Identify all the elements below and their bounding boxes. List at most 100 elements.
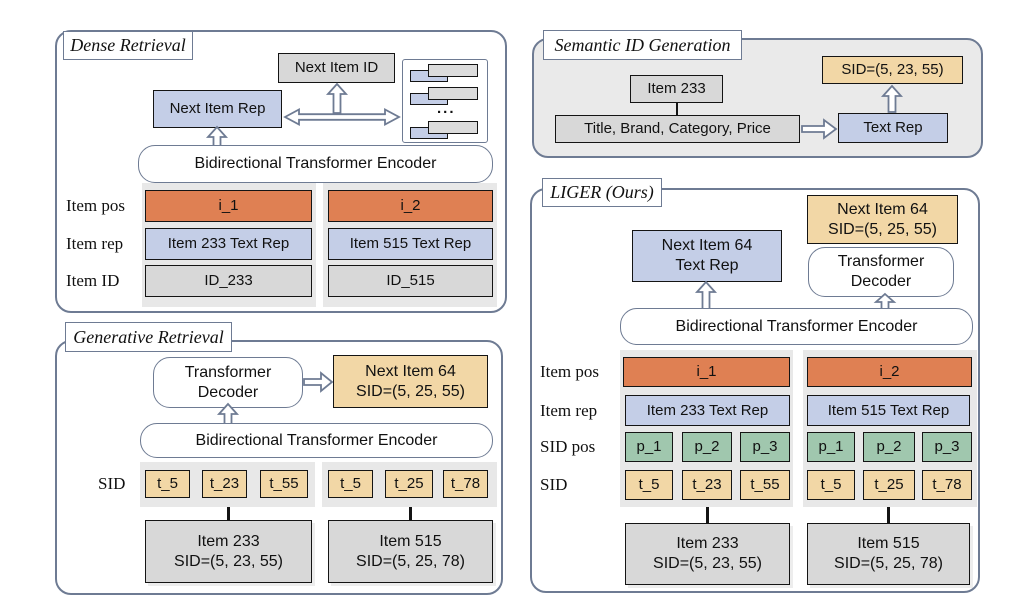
semantic-attributes-box: Title, Brand, Category, Price — [555, 115, 800, 143]
generative-retrieval-title: Generative Retrieval — [65, 322, 232, 352]
liger-sid-label: SID — [540, 475, 568, 494]
liger-item-text: Item 515 SID=(5, 25, 78) — [834, 534, 943, 574]
sid-token-cell: t_55 — [740, 470, 790, 500]
sid-token-value: t_78 — [450, 475, 481, 492]
sid-token-cell: t_5 — [145, 470, 190, 498]
dense-item-id-label: Item ID — [66, 271, 120, 290]
sid-pos-value: p_1 — [818, 438, 844, 455]
dense-encoder-box: Bidirectional Transformer Encoder — [138, 145, 493, 183]
sid-pos-value: p_2 — [694, 438, 720, 455]
sid-token-value: t_25 — [394, 475, 424, 492]
sid-token-value: t_55 — [750, 476, 780, 493]
next-item-rep-line-1: Next Item 64 — [661, 237, 753, 254]
right-arrow-icon — [801, 118, 838, 140]
item-index-icon: ... — [402, 59, 488, 143]
item-id-value: ID_515 — [386, 272, 435, 289]
liger-decoder-box: Transformer Decoder — [808, 247, 954, 297]
sid-pos-cell: p_3 — [922, 432, 972, 462]
generative-decoder-text: Transformer Decoder — [185, 363, 272, 403]
item-sid-connector — [227, 507, 230, 520]
liger-title-label: LIGER (Ours) — [550, 182, 654, 202]
right-arrow-icon — [303, 371, 334, 393]
semantic-text-rep-box: Text Rep — [838, 113, 948, 143]
sid-token-value: t_25 — [874, 476, 904, 493]
item-pos-value: i_1 — [218, 197, 239, 214]
liger-decoder-text: Transformer Decoder — [838, 252, 925, 292]
item-id-bar-icon — [428, 87, 478, 100]
semantic-attributes-label: Title, Brand, Category, Price — [584, 120, 771, 137]
dense-retrieval-title: Dense Retrieval — [63, 31, 193, 60]
decoder-line-2: Decoder — [850, 273, 912, 290]
next-item-line-1: Next Item 64 — [837, 200, 928, 218]
sid-token-cell: t_25 — [863, 470, 915, 500]
sid-token-cell: t_5 — [328, 470, 373, 498]
liger-title: LIGER (Ours) — [542, 178, 662, 207]
item-pos-cell: i_1 — [623, 357, 790, 387]
liger-item-pos-label: Item pos — [540, 362, 600, 381]
item-rep-value: Item 515 Text Rep — [349, 235, 472, 252]
liger-item-box: Item 233 SID=(5, 23, 55) — [625, 523, 790, 585]
item-line-2: SID=(5, 23, 55) — [174, 552, 283, 570]
sid-token-value: t_23 — [692, 476, 722, 493]
sid-token-cell: t_25 — [385, 470, 433, 498]
item-line-1: Item 515 — [379, 532, 442, 550]
semantic-id-title: Semantic ID Generation — [543, 30, 742, 60]
item-pos-value: i_2 — [400, 197, 421, 214]
semantic-sid-label: SID=(5, 23, 55) — [841, 61, 944, 78]
up-arrow-icon — [694, 280, 718, 310]
item-attributes-connector — [676, 103, 678, 115]
item-id-cell: ID_233 — [145, 265, 312, 297]
sid-token-cell: t_55 — [260, 470, 308, 498]
item-id-cell: ID_515 — [328, 265, 493, 297]
semantic-item-label: Item 233 — [647, 80, 706, 97]
liger-item-box: Item 515 SID=(5, 25, 78) — [807, 523, 970, 585]
up-arrow-icon — [880, 84, 904, 113]
sid-token-value: t_5 — [157, 475, 178, 492]
item-line-2: SID=(5, 25, 78) — [356, 552, 465, 570]
generative-item-box: Item 233 SID=(5, 23, 55) — [145, 520, 312, 583]
item-pos-cell: i_1 — [145, 190, 312, 222]
liger-encoder-box: Bidirectional Transformer Encoder — [620, 308, 973, 345]
semantic-id-title-label: Semantic ID Generation — [554, 34, 731, 55]
item-rep-cell: Item 233 Text Rep — [625, 395, 790, 426]
item-line-1: Item 233 — [197, 532, 260, 550]
sid-pos-value: p_3 — [752, 438, 778, 455]
sid-pos-cell: p_1 — [625, 432, 673, 462]
dense-encoder-label: Bidirectional Transformer Encoder — [194, 155, 437, 172]
item-rep-cell: Item 233 Text Rep — [145, 228, 312, 260]
generative-item-text: Item 233 SID=(5, 23, 55) — [174, 532, 283, 572]
item-rep-value: Item 233 Text Rep — [646, 401, 769, 419]
sid-token-value: t_5 — [820, 476, 842, 493]
item-sid-connector — [409, 507, 412, 520]
dense-next-item-rep-box: Next Item Rep — [153, 90, 282, 128]
semantic-item-box: Item 233 — [630, 75, 723, 103]
generative-encoder-label: Bidirectional Transformer Encoder — [195, 431, 438, 449]
semantic-sid-box: SID=(5, 23, 55) — [822, 56, 963, 84]
sid-token-cell: t_5 — [625, 470, 673, 500]
item-rep-cell: Item 515 Text Rep — [807, 395, 970, 426]
liger-next-item-rep-text: Next Item 64 Text Rep — [662, 236, 753, 276]
sid-token-value: t_5 — [340, 475, 361, 492]
item-sid-connector — [706, 507, 709, 523]
liger-sid-pos-label: SID pos — [540, 437, 596, 456]
up-arrow-icon — [325, 82, 349, 114]
item-pos-cell: i_2 — [328, 190, 493, 222]
liger-next-item-text: Next Item 64 SID=(5, 25, 55) — [828, 200, 937, 240]
item-rep-value: Item 515 Text Rep — [827, 401, 950, 419]
liger-encoder-label: Bidirectional Transformer Encoder — [675, 317, 918, 335]
decoder-line-2: Decoder — [197, 383, 259, 401]
generative-item-text: Item 515 SID=(5, 25, 78) — [356, 532, 465, 572]
sid-pos-cell: p_2 — [863, 432, 915, 462]
item-pos-cell: i_2 — [807, 357, 972, 387]
sid-token-value: t_55 — [269, 475, 299, 492]
generative-decoder-box: Transformer Decoder — [153, 357, 303, 408]
dense-next-item-rep-label: Next Item Rep — [169, 100, 266, 117]
generative-retrieval-title-label: Generative Retrieval — [73, 326, 224, 347]
sid-pos-cell: p_2 — [682, 432, 732, 462]
item-line-1: Item 515 — [857, 535, 920, 552]
sid-token-cell: t_23 — [202, 470, 247, 498]
item-rep-cell: Item 515 Text Rep — [328, 228, 493, 260]
generative-next-item-box: Next Item 64 SID=(5, 25, 55) — [333, 355, 488, 408]
sid-pos-value: p_1 — [636, 438, 662, 455]
